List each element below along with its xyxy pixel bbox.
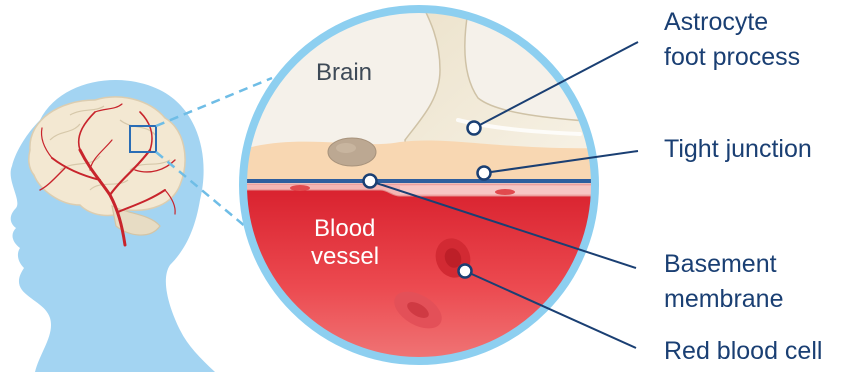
basement-membrane-marker: [364, 175, 377, 188]
astrocyte-label-line1: Astrocyte: [664, 8, 768, 36]
red-blood-cell-label: Red blood cell: [664, 337, 822, 365]
brain-region-label: Brain: [316, 59, 372, 86]
basement-membrane-label-line1: Basement: [664, 250, 777, 278]
magnified-view: Brain Blood vessel: [240, 0, 600, 372]
blood-vessel-label-line2: vessel: [311, 243, 379, 270]
tight-junction-marker: [478, 167, 491, 180]
tight-junction-label: Tight junction: [664, 135, 812, 163]
astrocyte-marker: [468, 122, 481, 135]
blood-vessel-lumen: [240, 184, 600, 372]
red-blood-cell-marker: [459, 265, 472, 278]
astrocyte-label-line2: foot process: [664, 43, 800, 71]
blood-vessel-label-line1: Blood: [314, 215, 375, 242]
basement-membrane-label-line2: membrane: [664, 285, 784, 313]
